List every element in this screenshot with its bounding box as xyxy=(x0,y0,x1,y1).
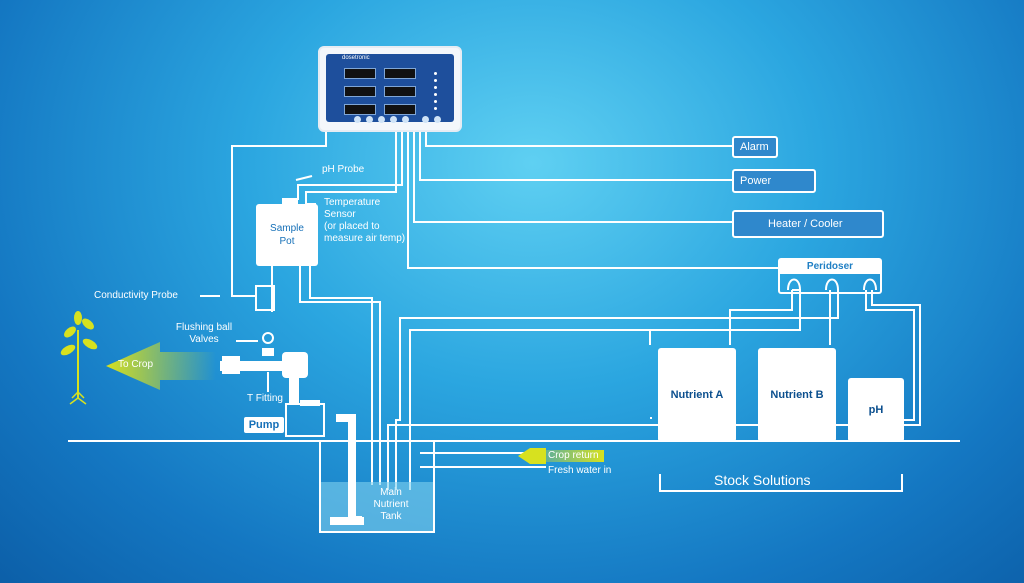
controller-button-7[interactable] xyxy=(434,116,441,123)
ph-tank-label: pH xyxy=(868,404,884,416)
peridoser-cable xyxy=(407,132,778,269)
stock-bracket xyxy=(659,474,903,492)
to-crop-label: To Crop xyxy=(118,359,154,370)
stock-solutions-label: Stock Solutions xyxy=(714,472,811,488)
display-4 xyxy=(384,86,416,97)
dose-return-1 xyxy=(409,290,801,490)
controller-button-6[interactable] xyxy=(422,116,429,123)
alarm-label: Alarm xyxy=(740,141,769,153)
controller-button-2[interactable] xyxy=(366,116,373,123)
nutrient-b-label: Nutrient B xyxy=(770,389,824,401)
heater-cooler-label: Heater / Cooler xyxy=(768,218,843,230)
main-tank-line-3: Tank xyxy=(380,511,402,522)
nutrient-b-tank: Nutrient B xyxy=(758,348,836,442)
sample-pot-line-2: Pot xyxy=(279,236,295,247)
controller-button-5[interactable] xyxy=(402,116,409,123)
sample-pot-lid xyxy=(282,198,298,206)
temp-sensor-cable xyxy=(305,132,397,204)
dose-return-2 xyxy=(395,290,839,490)
temperature-label-2: Sensor xyxy=(324,209,356,220)
conductivity-probe-label: Conductivity Probe xyxy=(94,290,178,301)
ph-pointer xyxy=(295,175,313,181)
display-1 xyxy=(344,68,376,79)
nutrient-a-label: Nutrient A xyxy=(670,389,724,401)
conductivity-fitting xyxy=(255,285,275,311)
alarm-box: Alarm xyxy=(732,136,778,158)
main-tank-label: Main Nutrient Tank xyxy=(356,487,426,523)
display-2 xyxy=(384,68,416,79)
peridoser-box: Peridoser xyxy=(778,258,882,294)
display-3 xyxy=(344,86,376,97)
ph-probe-cable xyxy=(297,132,403,200)
ph-probe-label: pH Probe xyxy=(322,164,365,175)
to-crop-arrow xyxy=(106,342,216,390)
power-box: Power xyxy=(732,169,816,193)
sample-pot-return xyxy=(299,266,381,485)
controller-brand: dosetronic xyxy=(342,55,370,61)
fresh-water-label: Fresh water in xyxy=(548,465,612,476)
t-fitting-label: T Fitting xyxy=(247,393,283,404)
controller-button-1[interactable] xyxy=(354,116,361,123)
sample-pot-return-2 xyxy=(309,266,373,485)
peridoser-label: Peridoser xyxy=(780,260,880,274)
conductivity-cable xyxy=(231,132,327,297)
main-tank-line-1: Main xyxy=(380,487,402,498)
sample-pot: Sample Pot xyxy=(256,204,318,266)
temperature-label-1: Temperature xyxy=(324,197,381,208)
heater-cooler-box: Heater / Cooler xyxy=(732,210,884,238)
heater-cable xyxy=(413,132,732,223)
pump-label: Pump xyxy=(244,417,284,433)
dosetronic-controller: dosetronic xyxy=(318,46,462,132)
dose-line-ph xyxy=(865,290,915,421)
nutrient-a-tank: Nutrient A xyxy=(658,348,736,442)
sample-pot-line-1: Sample xyxy=(270,223,304,234)
pump-body xyxy=(285,403,325,437)
peridoser-heads xyxy=(787,278,877,291)
display-5 xyxy=(344,104,376,115)
power-cable xyxy=(419,132,732,181)
main-tank-line-2: Nutrient xyxy=(373,499,409,510)
flushing-valves-label-1: Flushing ball xyxy=(175,322,233,333)
dose-line-a xyxy=(729,290,793,345)
controller-button-3[interactable] xyxy=(378,116,385,123)
crop-return-label: Crop return xyxy=(548,450,599,461)
controller-panel: dosetronic xyxy=(326,54,454,123)
dose-return-3 xyxy=(387,290,921,490)
plant-icon xyxy=(60,311,98,405)
main-tank-outline xyxy=(319,441,435,533)
display-6 xyxy=(384,104,416,115)
ph-tank: pH xyxy=(848,378,904,442)
temperature-label-4: measure air temp) xyxy=(324,233,406,244)
controller-button-4[interactable] xyxy=(390,116,397,123)
power-label: Power xyxy=(740,175,772,187)
flushing-valves-label-2: Valves xyxy=(189,334,219,345)
alarm-cable xyxy=(425,132,732,147)
temperature-label-3: (or placed to xyxy=(324,221,380,232)
